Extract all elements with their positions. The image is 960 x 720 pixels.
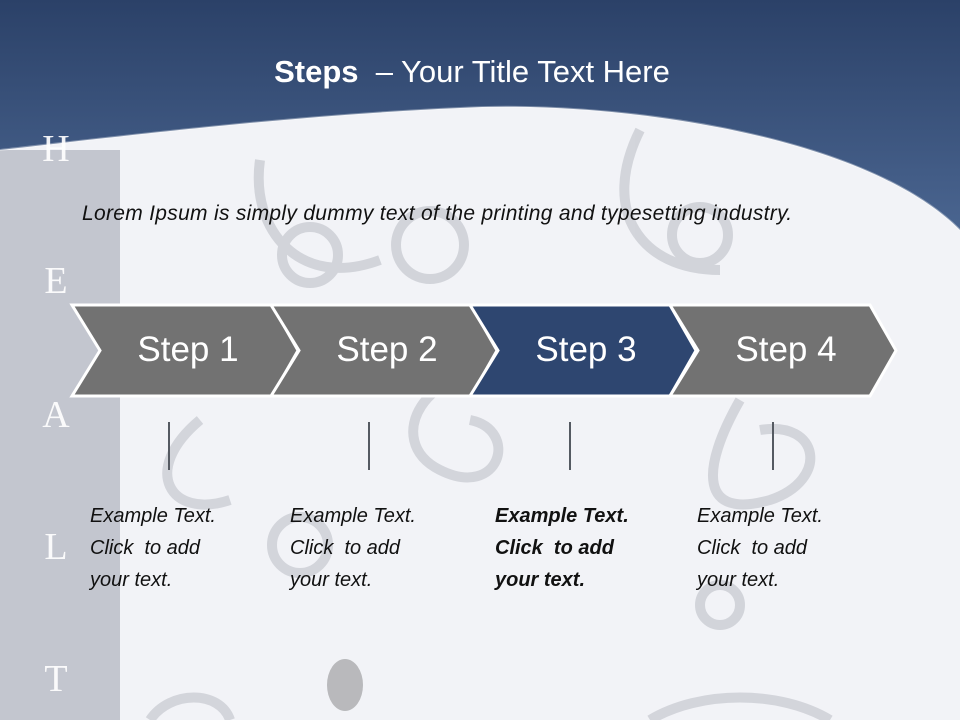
sidebar-letter: T — [44, 658, 68, 700]
step-4-label[interactable]: Step 4 — [735, 330, 837, 369]
title-bold-part: Steps — [274, 54, 359, 89]
step-3-text[interactable]: Example Text. Click to add your text. — [495, 505, 629, 591]
step-1-connector — [168, 422, 170, 470]
step-4-text[interactable]: Example Text. Click to add your text. — [697, 505, 823, 591]
header-band — [0, 0, 960, 230]
step-4-chevron[interactable] — [667, 303, 898, 398]
sidebar-letter: H — [42, 128, 70, 170]
medical-equipment-illustration — [145, 127, 833, 720]
sidebar-letter: L — [44, 526, 68, 568]
step-chevrons — [69, 303, 898, 398]
slide-title[interactable]: Steps – Your Title Text Here — [0, 54, 944, 90]
step-1-label[interactable]: Step 1 — [137, 330, 239, 369]
step-2-text[interactable]: Example Text. Click to add your text. — [290, 505, 416, 591]
step-4-connector — [772, 422, 774, 470]
sidebar-letter: E — [44, 260, 68, 302]
sidebar-letter: A — [42, 394, 70, 436]
step-2-connector — [368, 422, 370, 470]
step-1-text[interactable]: Example Text. Click to add your text. — [90, 505, 216, 591]
step-3-connector — [569, 422, 571, 470]
title-rest-part: – Your Title Text Here — [358, 54, 670, 89]
sidebar-band — [0, 150, 120, 720]
step-2-label[interactable]: Step 2 — [336, 330, 438, 369]
step-3-label[interactable]: Step 3 — [535, 330, 637, 369]
intro-text[interactable]: Lorem Ipsum is simply dummy text of the … — [82, 202, 793, 225]
